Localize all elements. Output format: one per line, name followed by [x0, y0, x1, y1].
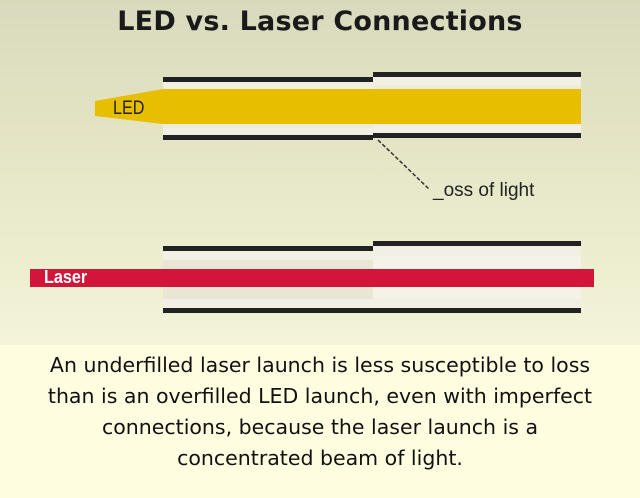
loss-pointer-line [377, 139, 431, 191]
loss-of-light-label: _oss of light [433, 180, 535, 201]
connection-diagram [30, 72, 594, 313]
led-beam [95, 89, 581, 124]
caption-line: concentrated beam of light. [177, 446, 463, 470]
caption-line: An underfilled laser launch is less susc… [49, 353, 591, 377]
led-label: LED [113, 98, 145, 119]
laser-label: Laser [44, 267, 88, 287]
caption-line: connections, because the laser launch is… [101, 415, 539, 439]
caption: An underfilled laser launch is less susc… [20, 350, 620, 474]
laser-beam [30, 269, 594, 287]
figure-title: LED vs. Laser Connections [117, 6, 523, 37]
caption-line: than is an overfilled LED launch, even w… [47, 384, 593, 408]
